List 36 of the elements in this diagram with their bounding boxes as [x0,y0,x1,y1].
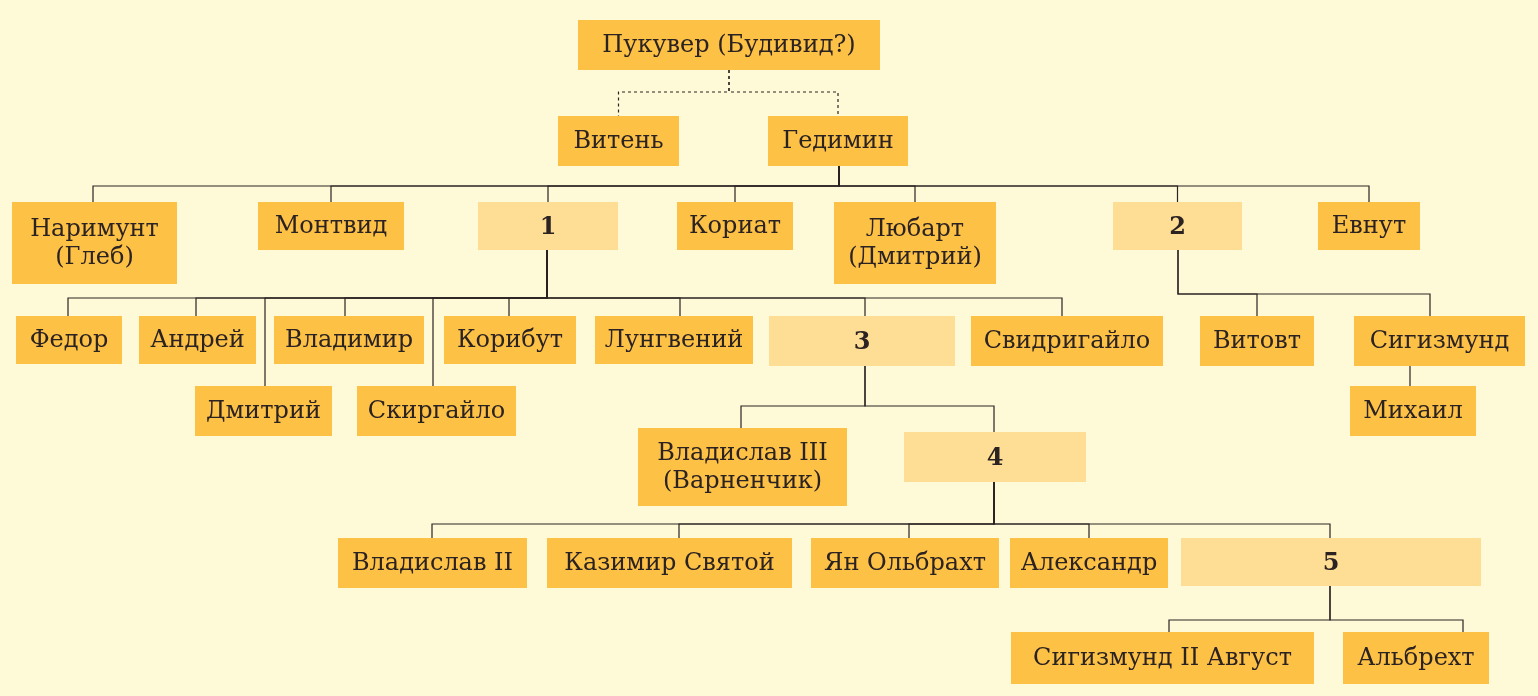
name-box: Гедимин [768,116,908,166]
name-box: Лунгвений [595,316,753,364]
name-box: Владислав II [338,538,527,588]
name-box: Пукувер (Будивид?) [578,20,880,70]
connector-line [728,69,839,117]
name-box: Евнут [1318,202,1420,250]
name-box: Корибут [444,316,576,364]
name-box: Михаил [1350,386,1476,436]
name-box: Ян Ольбрахт [811,538,999,588]
name-box: Наримунт (Глеб) [12,202,177,284]
name-box: Монтвид [258,202,404,250]
name-box: Андрей [139,316,256,364]
placeholder-box: 5 [1181,538,1481,586]
placeholder-box: 4 [904,432,1086,482]
name-box: Витовт [1200,316,1314,366]
placeholder-box: 1 [478,202,618,250]
name-box: Витень [558,116,679,166]
name-box: Сигизмунд II Август [1011,632,1314,684]
name-box: Альбрехт [1343,632,1489,684]
name-box: Владислав III (Варненчик) [638,428,847,506]
name-box: Кориат [677,202,793,250]
name-box: Казимир Святой [547,538,792,588]
connector-line [1329,585,1464,633]
connector-line [1409,365,1411,387]
name-box: Дмитрий [195,386,332,436]
name-box: Свидригайло [971,316,1163,366]
name-box: Скиргайло [357,386,516,436]
name-box: Владимир [274,316,424,364]
placeholder-box: 2 [1113,202,1242,250]
name-box: Любарт (Дмитрий) [834,202,996,284]
connector-line [864,365,995,433]
placeholder-box: 3 [769,316,955,366]
name-box: Сигизмунд [1354,316,1525,366]
name-box: Федор [16,316,122,364]
name-box: Александр [1010,538,1168,588]
connector-line [1177,249,1431,317]
